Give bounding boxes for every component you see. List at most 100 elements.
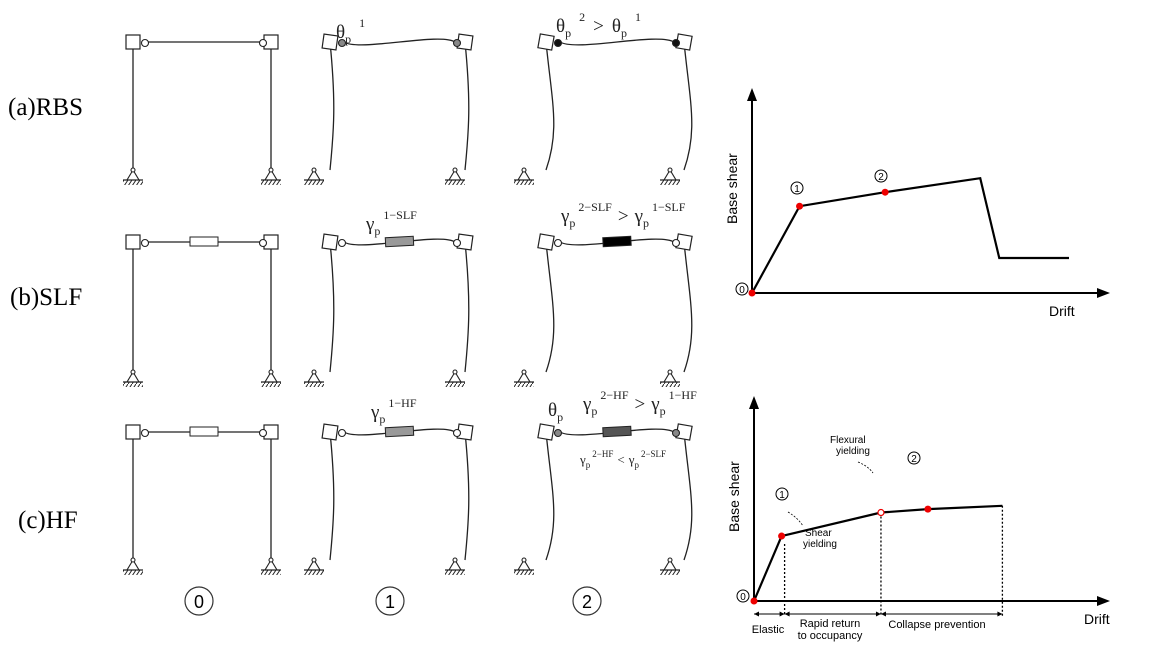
flexural-note-leader <box>857 461 874 474</box>
frame-slf-stage-1 <box>304 233 474 387</box>
svg-text:2: 2 <box>582 592 592 612</box>
right-hinge <box>452 38 462 48</box>
left-column <box>329 241 335 373</box>
support-pin <box>667 557 673 563</box>
svg-text:0: 0 <box>740 592 746 603</box>
frame-hf-stage-0 <box>123 424 281 575</box>
support-hatch <box>123 382 143 387</box>
support-pin <box>130 557 136 563</box>
support-hatch <box>445 570 465 575</box>
support-pin <box>452 167 458 173</box>
left-column <box>329 431 335 561</box>
frame-slf-stage-0 <box>123 234 281 387</box>
support-hatch <box>304 382 324 387</box>
rbs-stage2-label: θp2>θp1 <box>556 10 641 40</box>
bottom-curve-line <box>752 504 1003 602</box>
bottom-point-2 <box>924 505 932 513</box>
bottom-point-1 <box>778 532 786 540</box>
support-hatch <box>123 180 143 185</box>
support-pin <box>311 167 317 173</box>
right-hinge <box>671 38 681 48</box>
column-labels: 0 1 2 <box>184 586 602 616</box>
right-hinge <box>671 428 681 438</box>
capacity-curve-top: Base shear Drift 0 1 2 <box>724 88 1110 319</box>
support-pin <box>268 369 274 375</box>
svg-text:1: 1 <box>794 184 800 195</box>
frame-diagrams <box>123 33 693 575</box>
right-hinge <box>258 428 268 438</box>
svg-text:1: 1 <box>779 490 785 501</box>
left-hinge <box>337 238 347 248</box>
support-hatch <box>660 570 680 575</box>
frame-rbs-stage-1 <box>304 33 474 185</box>
right-column <box>464 431 470 561</box>
left-joint-panel <box>537 233 555 251</box>
region-arrow-head-left <box>880 611 886 617</box>
bottom-label-1: 1 <box>775 487 789 501</box>
support-hatch <box>514 180 534 185</box>
hf-stage2-label: γp2−HF>γp1−HF <box>582 388 697 418</box>
region-arrow-head-left <box>754 611 759 617</box>
support-pin <box>521 557 527 563</box>
support-hatch <box>445 180 465 185</box>
column-label-0: 0 <box>184 586 214 616</box>
frame-slf-stage-2 <box>514 233 693 387</box>
left-joint-panel <box>125 34 141 50</box>
support-hatch <box>514 382 534 387</box>
support-hatch <box>304 570 324 575</box>
column-label-2: 2 <box>572 586 602 616</box>
support-hatch <box>514 570 534 575</box>
support-hatch <box>660 382 680 387</box>
row-label-slf: (b)SLF <box>10 284 82 311</box>
top-label-1: 1 <box>790 181 804 195</box>
left-joint-panel <box>537 33 555 51</box>
slf-stage2-label: γp2−SLF>γp1−SLF <box>560 200 686 230</box>
row-label-rbs: (a)RBS <box>8 94 83 121</box>
left-hinge <box>337 38 347 48</box>
right-column <box>683 431 693 561</box>
column-label-1: 1 <box>375 586 405 616</box>
top-curve-line <box>751 176 1069 294</box>
svg-text:0: 0 <box>739 285 745 296</box>
left-joint-panel <box>537 423 555 441</box>
left-column <box>545 431 555 561</box>
left-joint-panel <box>321 233 339 251</box>
right-hinge <box>452 238 462 248</box>
row-label-hf: (c)HF <box>18 507 78 534</box>
support-pin <box>130 369 136 375</box>
top-xlabel: Drift <box>1049 303 1075 319</box>
left-joint-panel <box>321 423 339 441</box>
region-arrow-head-right <box>875 611 881 617</box>
support-pin <box>521 369 527 375</box>
right-column <box>464 241 470 373</box>
svg-text:2: 2 <box>878 172 884 183</box>
region-arrows <box>754 611 1003 617</box>
support-hatch <box>261 382 281 387</box>
shear-link <box>602 425 632 438</box>
support-pin <box>452 369 458 375</box>
slf-stage1-label: γp1−SLF <box>365 208 417 238</box>
left-hinge <box>553 238 563 248</box>
svg-text:0: 0 <box>194 592 204 612</box>
left-joint-panel <box>125 234 141 250</box>
shear-link <box>384 425 415 438</box>
frame-hf-stage-1 <box>304 423 474 575</box>
support-hatch <box>261 570 281 575</box>
shear-link <box>189 426 219 437</box>
support-hatch <box>261 180 281 185</box>
left-joint-panel <box>125 424 141 440</box>
frame-rbs-stage-2 <box>514 33 693 185</box>
support-hatch <box>660 180 680 185</box>
annotations: θp1 θp2>θp1 γp1−SLF γp2−SLF>γp1−SLF γp1−… <box>336 10 697 470</box>
right-hinge <box>258 238 268 248</box>
support-pin <box>667 369 673 375</box>
rbs-stage1-label: θp1 <box>336 16 365 46</box>
shear-link <box>602 235 632 248</box>
top-point-2 <box>881 188 889 196</box>
bottom-ylabel: Base shear <box>726 461 742 532</box>
bottom-label-2: 2 <box>907 451 921 465</box>
